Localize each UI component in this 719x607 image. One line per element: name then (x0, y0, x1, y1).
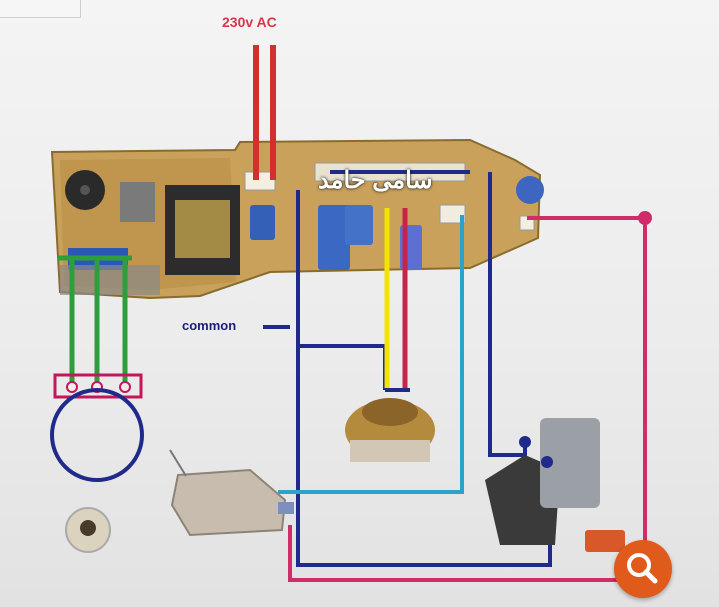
corner-frame (0, 0, 81, 18)
capacitor (250, 205, 275, 240)
sensor-wires (58, 255, 132, 388)
valve-wire-joint (638, 211, 652, 225)
zoom-button[interactable] (614, 540, 672, 598)
drain-motor (169, 449, 294, 537)
supply-wires (253, 45, 276, 180)
loop-coil (50, 388, 144, 482)
common-label: common (182, 318, 237, 333)
drain-wire (278, 215, 464, 494)
water-inlet-valve (485, 418, 625, 552)
motor-wires (384, 208, 410, 392)
capacitor-round (516, 176, 544, 204)
wash-motor (345, 398, 435, 462)
relay (318, 205, 350, 270)
water-level-sensor (65, 507, 111, 553)
watermark-text: سامی حامد (318, 167, 433, 194)
search-icon (627, 553, 658, 584)
valve-wire (288, 216, 647, 582)
supply-label: 230v AC (222, 14, 277, 30)
